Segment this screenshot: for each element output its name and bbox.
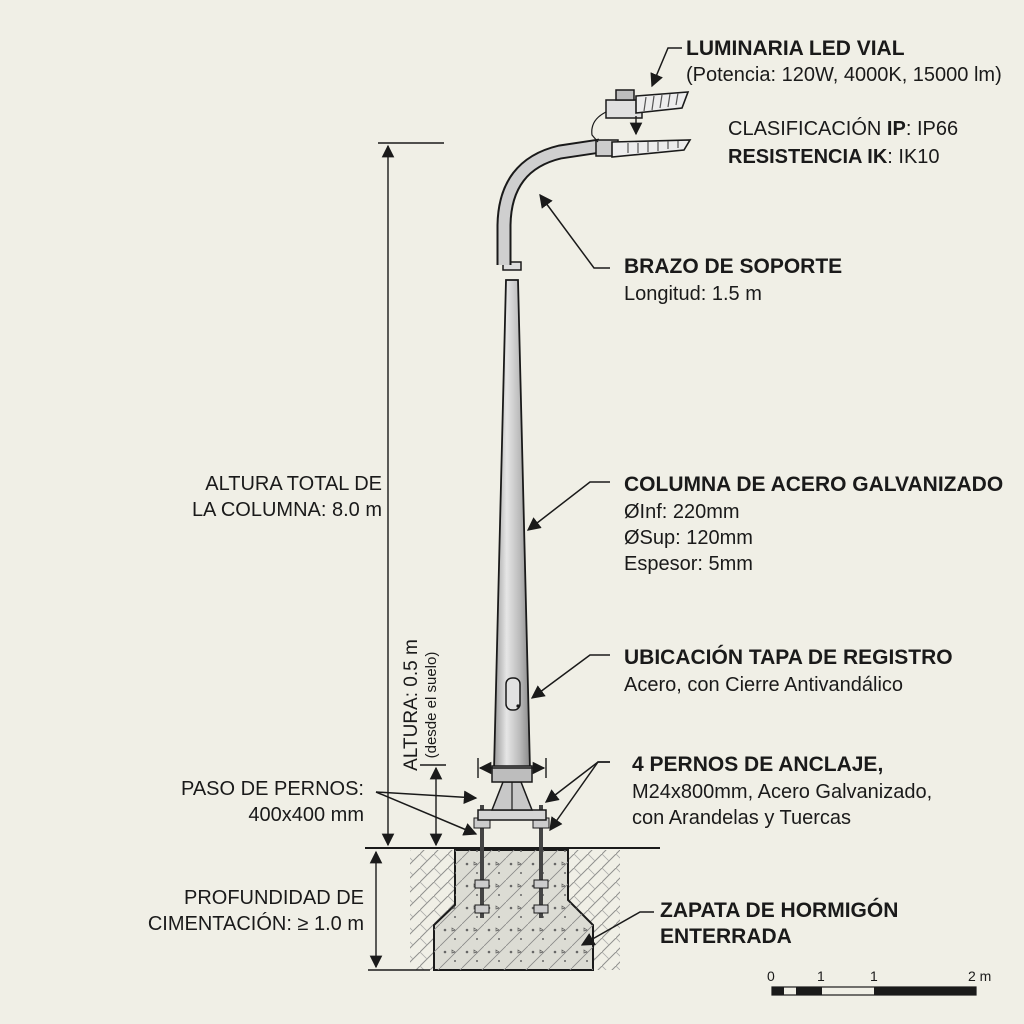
column-diameter-bottom: ØInf: 220mm [624, 501, 740, 523]
scale-label-1b: 1 [870, 968, 878, 984]
footing-title-2: ENTERRADA [660, 925, 792, 948]
column-diameter-top: ØSup: 120mm [624, 527, 753, 549]
bolt-pitch-label-2: 400x400 mm [248, 804, 364, 826]
ik-rating-key: RESISTENCIA IK [728, 146, 888, 168]
panel-height-note: (desde el suelo) [423, 651, 440, 759]
foundation-depth-label-1: PROFUNDIDAD DE [183, 887, 364, 909]
anchor-bolts-spec-2: con Arandelas y Tuercas [632, 807, 852, 829]
luminaire-mounted [595, 139, 692, 158]
bolt-pitch-label-1: PASO DE PERNOS: [180, 778, 364, 800]
panel-height-label: ALTURA: 0.5 m (desde el suelo) [401, 595, 451, 815]
support-arm [496, 138, 602, 265]
ip-rating-label: CLASIFICACIÓN [728, 118, 887, 140]
luminaire-spec: (Potencia: 120W, 4000K, 15000 lm) [686, 64, 1002, 86]
access-panel-spec: Acero, con Cierre Antivandálico [624, 674, 904, 696]
ip-rating: CLASIFICACIÓN IP: IP66 [728, 117, 958, 142]
footing-title-1: ZAPATA DE HORMIGÓN [660, 899, 899, 922]
leader-lines [375, 47, 682, 946]
arm-length: Longitud: 1.5 m [624, 283, 762, 305]
column-thickness: Espesor: 5mm [624, 553, 753, 575]
panel-height-value: ALTURA: 0.5 m [401, 639, 422, 771]
scale-label-0: 0 [767, 968, 775, 984]
total-height-label-2: LA COLUMNA: 8.0 m [191, 499, 382, 521]
ip-rating-key: IP [886, 118, 906, 140]
scale-label-2m: 2 m [968, 968, 992, 984]
base-plate [477, 781, 547, 821]
access-panel [505, 677, 521, 711]
anchor-bolts-spec-1: M24x800mm, Acero Galvanizado, [632, 781, 933, 803]
ik-rating-value: : IK10 [887, 146, 940, 168]
anchor-bolts [473, 805, 550, 918]
access-panel-title: UBICACIÓN TAPA DE REGISTRO [624, 646, 953, 669]
anchor-bolts-title: 4 PERNOS DE ANCLAJE, [632, 753, 884, 776]
arm-title: BRAZO DE SOPORTE [624, 255, 843, 278]
luminaire-detail [591, 89, 690, 143]
dimension-lines [368, 142, 547, 971]
luminaire-title: LUMINARIA LED VIAL [686, 37, 905, 60]
scale-bar [771, 986, 977, 996]
ik-rating: RESISTENCIA IK: IK10 [728, 145, 940, 170]
scale-label-1a: 1 [817, 968, 825, 984]
ip-rating-value: : IP66 [905, 118, 959, 140]
column-title: COLUMNA DE ACERO GALVANIZADO [624, 473, 1004, 496]
foundation-depth-label-2: CIMENTACIÓN: ≥ 1.0 m [147, 913, 364, 935]
total-height-label-1: ALTURA TOTAL DE [205, 473, 382, 495]
concrete-footing [433, 849, 594, 971]
